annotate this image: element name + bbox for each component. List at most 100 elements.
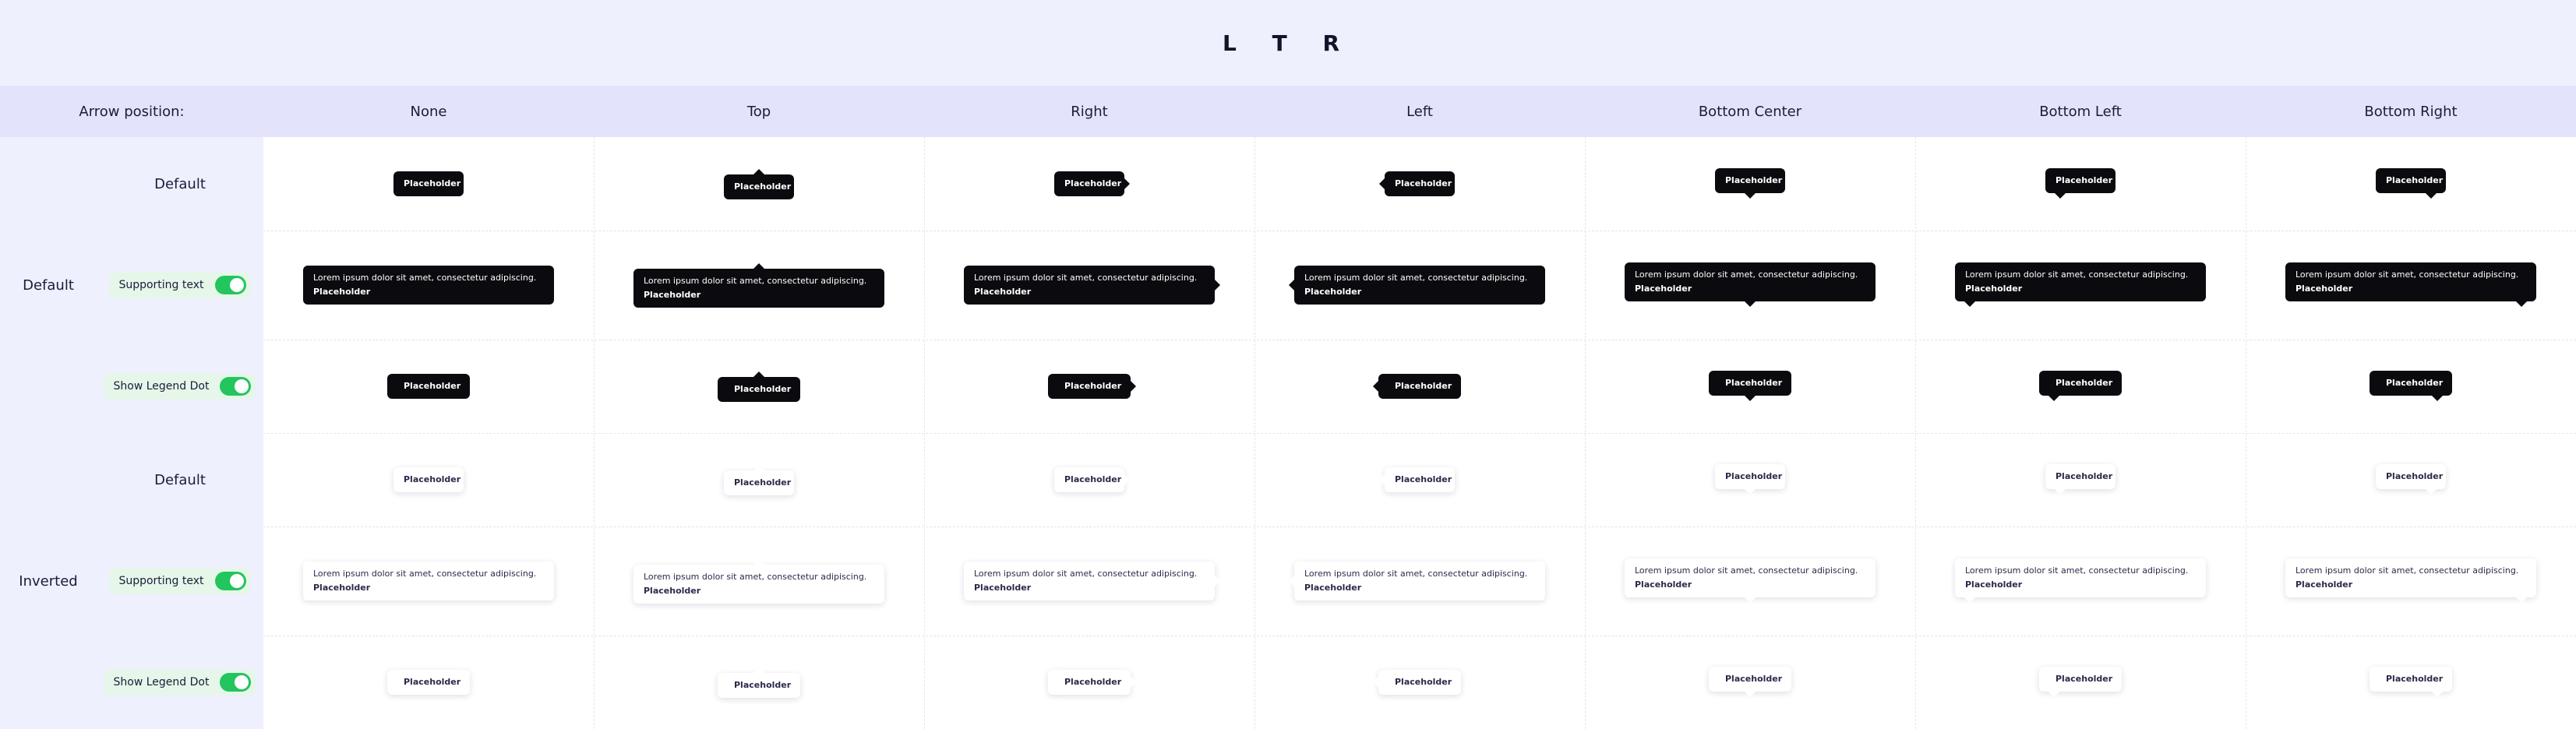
tooltip-title: Placeholder xyxy=(644,586,701,596)
tooltip-dark-bottom-left: Lorem ipsum dolor sit amet, consectetur … xyxy=(1955,262,2206,307)
tooltip-title: Placeholder xyxy=(974,583,1032,593)
toggle-switch[interactable] xyxy=(214,276,246,294)
tooltip-arrow xyxy=(1215,280,1220,291)
row-label-text: Default xyxy=(154,175,206,192)
tooltip-title: Placeholder xyxy=(1064,677,1122,687)
tooltip-light-none: Placeholder xyxy=(387,670,470,695)
tooltip-title: Placeholder xyxy=(1725,471,1783,481)
row-label-default: Default xyxy=(97,433,263,526)
tooltip-light-right: Placeholder xyxy=(1054,467,1130,492)
tooltip-title: Placeholder xyxy=(734,181,792,192)
tooltip-title: Placeholder xyxy=(313,287,371,297)
tooltip-dark-none: Lorem ipsum dolor sit amet, consectetur … xyxy=(303,266,554,305)
tooltip-dark-bottom-center: Lorem ipsum dolor sit amet, consectetur … xyxy=(1625,262,1876,307)
row-label-show-legend-dot: Show Legend Dot xyxy=(97,340,263,433)
tooltip-dark-right: Placeholder xyxy=(1054,171,1130,196)
tooltip-title: Placeholder xyxy=(1635,579,1692,590)
toggle-switch[interactable] xyxy=(214,572,246,590)
tooltip-title: Placeholder xyxy=(2295,579,2353,590)
tooltip-supporting-text: Lorem ipsum dolor sit amet, consectetur … xyxy=(1965,565,2189,576)
legend-dot-toggle[interactable]: Show Legend Dot xyxy=(104,373,256,400)
row-label-supporting-text: Supporting text xyxy=(97,231,263,340)
tooltip-dark-left: Placeholder xyxy=(1379,171,1455,196)
tooltip-arrow xyxy=(1131,381,1136,392)
tooltip-dark-right: Lorem ipsum dolor sit amet, consectetur … xyxy=(964,266,1220,305)
toggle-knob xyxy=(229,574,244,588)
tooltip-title: Placeholder xyxy=(2056,378,2113,388)
tooltip-title: Placeholder xyxy=(1725,175,1783,185)
tooltip-title: Placeholder xyxy=(404,381,461,391)
tooltip-light-top: Placeholder xyxy=(718,667,800,698)
tooltip-arrow xyxy=(2516,597,2527,603)
tooltip-supporting-text: Lorem ipsum dolor sit amet, consectetur … xyxy=(644,572,867,582)
tooltip-title: Placeholder xyxy=(1395,381,1452,391)
tooltip-dark-bottom-left: Placeholder xyxy=(2045,168,2115,199)
legend-dot-toggle[interactable]: Show Legend Dot xyxy=(104,669,256,696)
row-label-text: Default xyxy=(154,471,206,488)
tooltip-supporting-text: Lorem ipsum dolor sit amet, consectetur … xyxy=(313,273,537,283)
tooltip-dark-top: Placeholder xyxy=(718,372,800,402)
tooltip-light-top: Placeholder xyxy=(724,465,794,495)
tooltip-arrow xyxy=(1745,489,1756,495)
tooltip-title: Placeholder xyxy=(1965,284,2023,294)
tooltip-arrow xyxy=(1289,576,1294,586)
tooltip-dark-top: Lorem ipsum dolor sit amet, consectetur … xyxy=(633,263,884,308)
tooltip-dark-right: Placeholder xyxy=(1048,374,1136,399)
tooltip-title: Placeholder xyxy=(644,290,701,300)
tooltip-title: Placeholder xyxy=(1064,381,1122,391)
tooltip-supporting-text: Lorem ipsum dolor sit amet, consectetur … xyxy=(1635,269,1858,280)
tooltip-arrow xyxy=(2055,489,2066,495)
tooltip-arrow xyxy=(2516,301,2527,307)
tooltip-arrow xyxy=(753,372,764,377)
tooltip-arrow xyxy=(1124,474,1130,485)
tooltip-title: Placeholder xyxy=(404,178,461,188)
tooltip-arrow xyxy=(2426,489,2437,495)
supporting-text-toggle[interactable]: Supporting text xyxy=(109,272,251,298)
tooltip-light-none: Lorem ipsum dolor sit amet, consectetur … xyxy=(303,562,554,600)
tooltip-dark-bottom-right: Placeholder xyxy=(2376,168,2446,199)
tooltip-dark-bottom-left: Placeholder xyxy=(2039,371,2122,401)
tooltip-arrow xyxy=(753,559,764,565)
tooltip-arrow xyxy=(2055,193,2066,199)
row-divider xyxy=(263,433,2576,434)
tooltip-arrow xyxy=(2048,396,2059,401)
row-divider xyxy=(263,526,2576,527)
tooltip-light-right: Lorem ipsum dolor sit amet, consectetur … xyxy=(964,562,1220,600)
group-label-default: Default xyxy=(23,276,74,294)
tooltip-title: Placeholder xyxy=(2056,471,2113,481)
tooltip-title: Placeholder xyxy=(974,287,1032,297)
tooltip-supporting-text: Lorem ipsum dolor sit amet, consectetur … xyxy=(1304,569,1528,579)
supporting-text-toggle[interactable]: Supporting text xyxy=(109,568,251,594)
toggle-switch[interactable] xyxy=(220,377,252,396)
toggle-switch[interactable] xyxy=(220,673,252,692)
column-header-none: None xyxy=(410,103,447,120)
tooltip-title: Placeholder xyxy=(404,677,461,687)
tooltip-arrow xyxy=(753,667,764,673)
tooltip-light-top: Lorem ipsum dolor sit amet, consectetur … xyxy=(633,559,884,604)
tooltip-arrow xyxy=(1964,597,1975,603)
tooltip-light-bottom-center: Placeholder xyxy=(1715,464,1785,495)
column-header-bottom-center: Bottom Center xyxy=(1698,103,1802,120)
tooltip-arrow xyxy=(2432,692,2443,697)
tooltip-arrow xyxy=(1131,677,1136,688)
tooltip-title: Placeholder xyxy=(2386,471,2444,481)
tooltip-light-bottom-right: Lorem ipsum dolor sit amet, consectetur … xyxy=(2285,558,2536,603)
tooltip-supporting-text: Lorem ipsum dolor sit amet, consectetur … xyxy=(644,276,867,286)
tooltip-supporting-text: Lorem ipsum dolor sit amet, consectetur … xyxy=(1965,269,2189,280)
toggle-label-text: Show Legend Dot xyxy=(113,380,210,393)
tooltip-dark-bottom-center: Placeholder xyxy=(1709,371,1791,401)
tooltip-title: Placeholder xyxy=(1725,674,1783,684)
tooltip-title: Placeholder xyxy=(1725,378,1783,388)
tooltip-title: Placeholder xyxy=(2386,378,2444,388)
tooltip-title: Placeholder xyxy=(1304,583,1362,593)
tooltip-arrow xyxy=(1289,280,1294,291)
tooltip-arrow xyxy=(753,465,764,470)
column-header-right: Right xyxy=(1071,103,1108,120)
tooltip-arrow xyxy=(1745,692,1756,697)
tooltip-title: Placeholder xyxy=(734,477,792,488)
tooltip-title: Placeholder xyxy=(1395,677,1452,687)
column-header-row: Arrow position: None Top Right Left Bott… xyxy=(0,86,2576,137)
tooltip-arrow xyxy=(1379,474,1385,485)
tooltip-title: Placeholder xyxy=(1304,287,1362,297)
